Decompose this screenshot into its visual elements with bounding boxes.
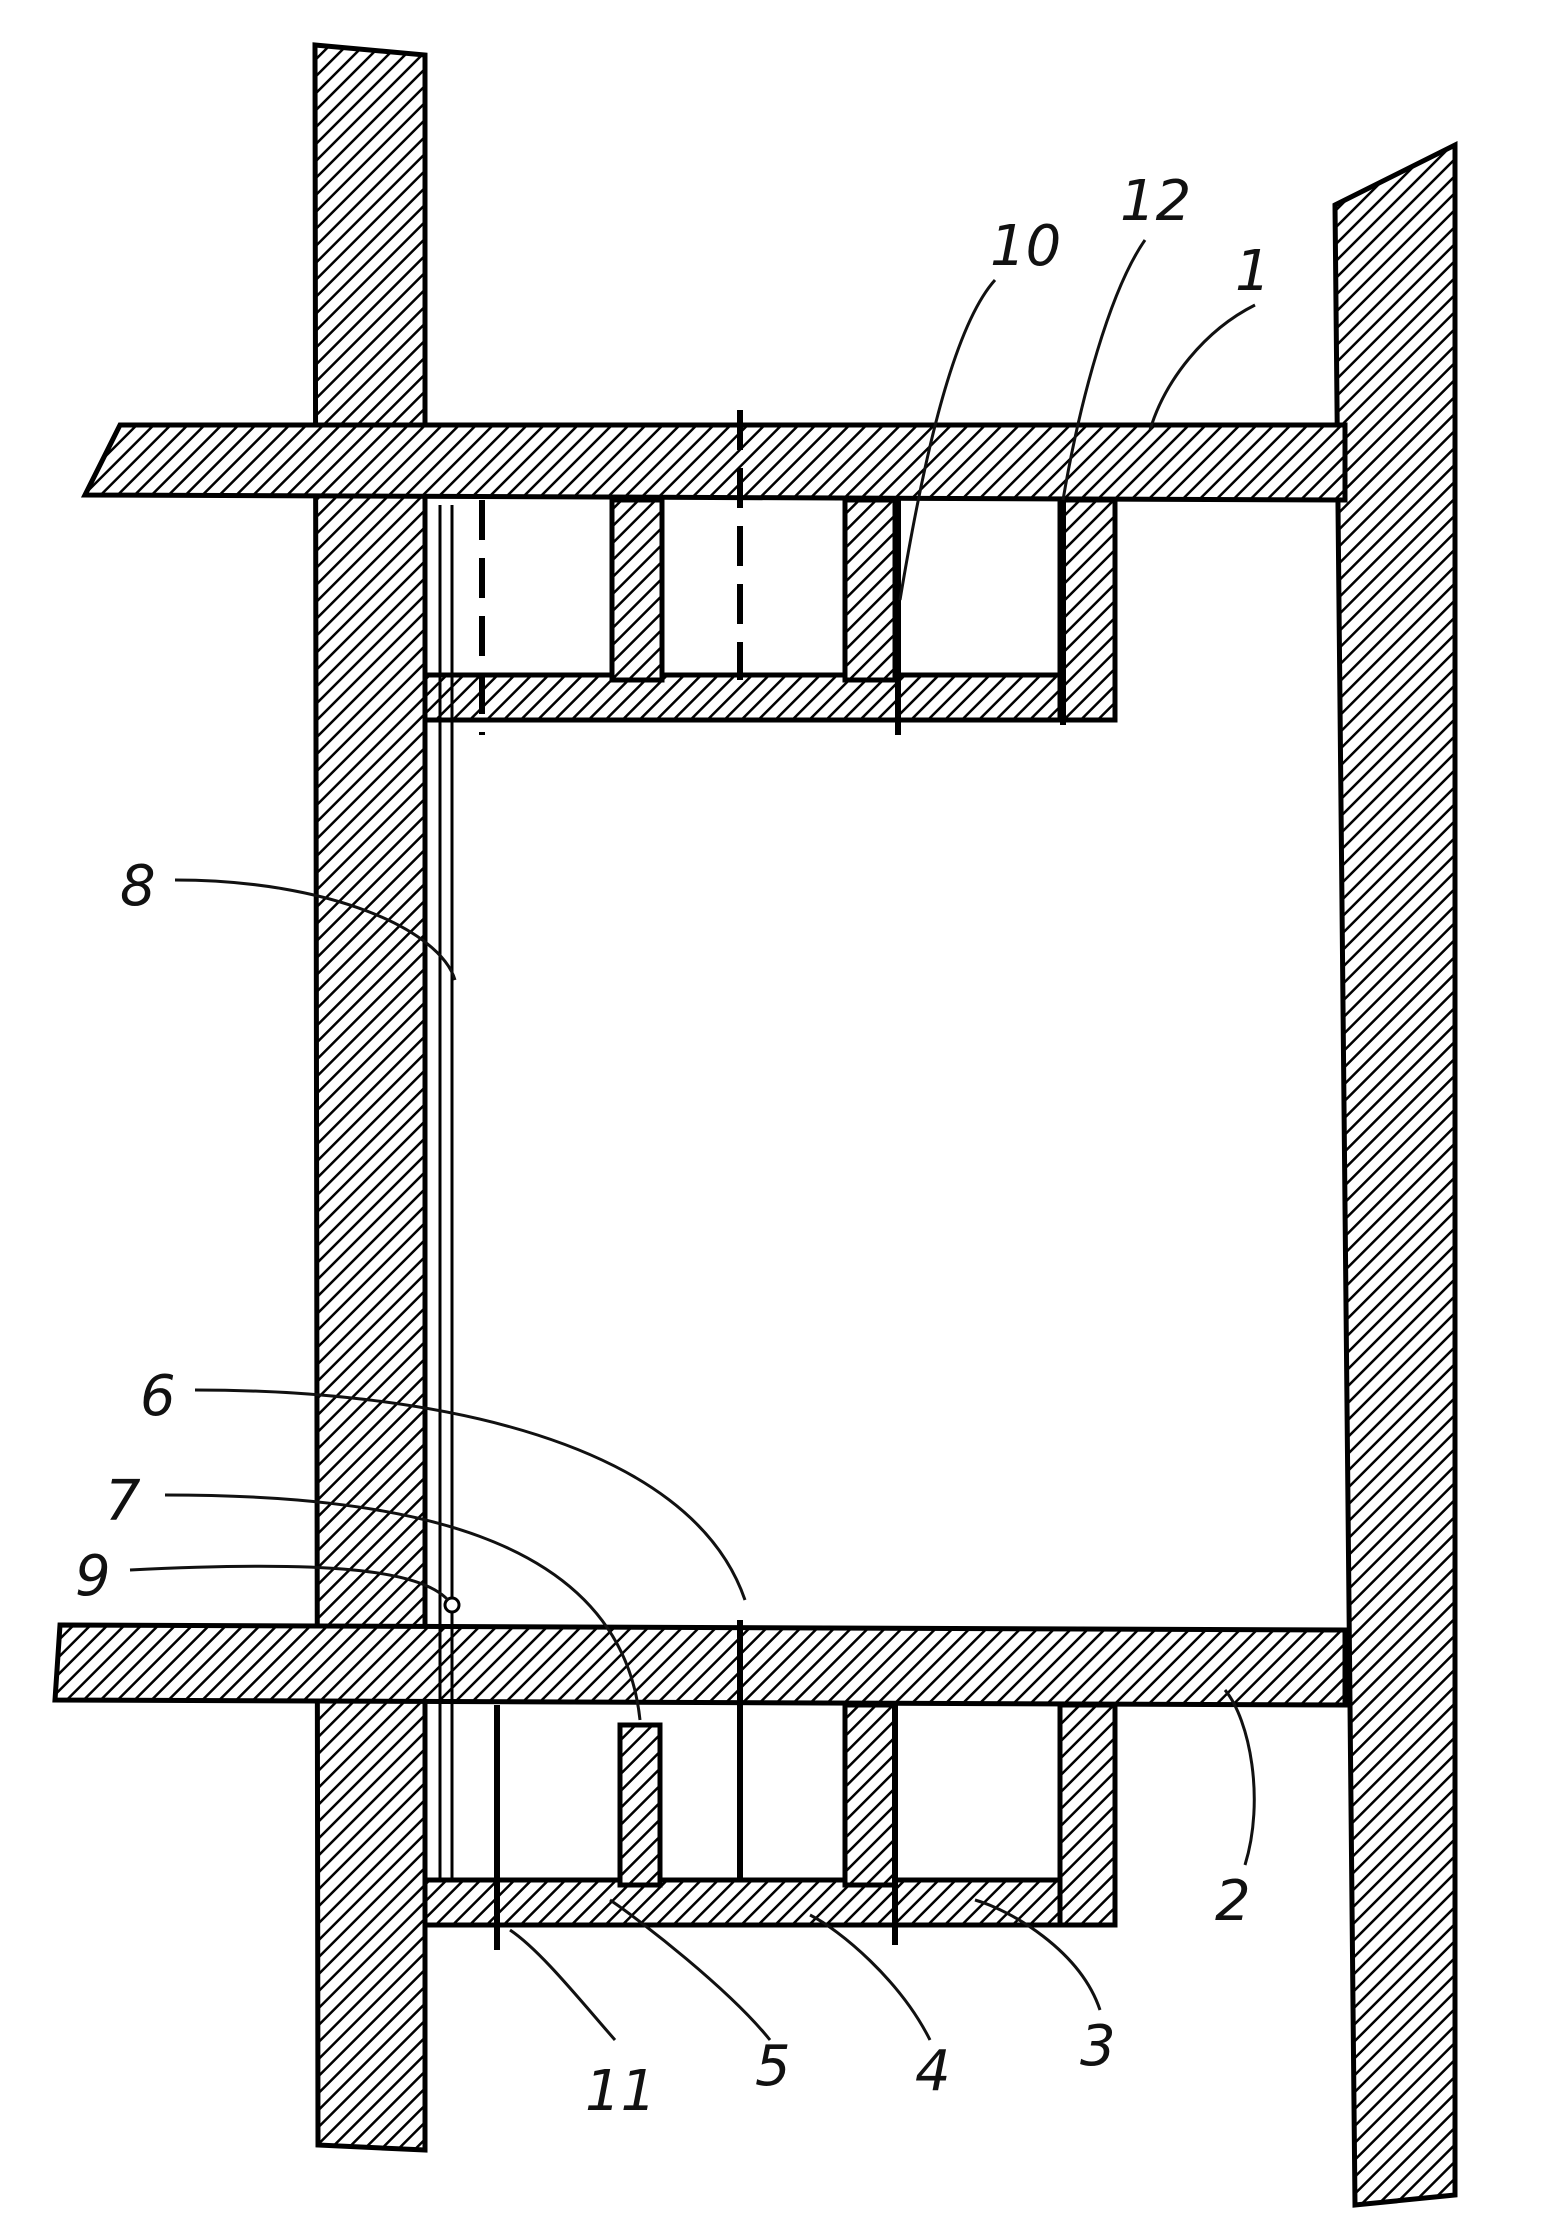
callout-5: 5 — [755, 2034, 791, 2099]
left-wall — [312, 42, 428, 2153]
callout-6: 6 — [140, 1364, 176, 1429]
leader-7 — [164, 1493, 642, 1721]
leader-10 — [898, 278, 997, 601]
callout-7: 7 — [105, 1469, 141, 1534]
leader-2 — [1223, 1689, 1256, 1866]
leader-4 — [809, 1913, 932, 2041]
lower-box-partition — [842, 1702, 898, 1888]
callout-12: 12 — [1120, 169, 1191, 234]
callout-8: 8 — [120, 854, 156, 919]
upper-box-partition-a — [609, 497, 665, 683]
leader-6 — [194, 1388, 747, 1601]
leader-9 — [129, 1564, 450, 1602]
leader-11 — [509, 1928, 617, 2041]
leader-1 — [1148, 303, 1256, 431]
pipe-joint-9 — [443, 1596, 461, 1614]
upper-floor-slab — [80, 422, 1348, 503]
callout-11: 11 — [585, 2059, 656, 2124]
callout-10: 10 — [990, 214, 1061, 279]
leader-3 — [974, 1898, 1102, 2011]
callout-3: 3 — [1080, 2014, 1116, 2079]
callout-4: 4 — [915, 2039, 951, 2104]
right-wall — [1332, 140, 1458, 2208]
lower-box-right-wall — [1057, 1702, 1118, 1928]
lower-floor-slab — [52, 1622, 1348, 1708]
lower-box-bottom-plate — [422, 1877, 1118, 1928]
leader-8 — [174, 878, 457, 981]
callout-2: 2 — [1215, 1869, 1251, 1934]
leader-12 — [1061, 239, 1147, 501]
upper-box-right-wall — [1057, 497, 1118, 723]
callout-9: 9 — [75, 1544, 111, 1609]
upper-box-bottom-plate — [422, 672, 1118, 723]
upper-box-partition-b — [842, 497, 898, 683]
leader-5 — [609, 1898, 772, 2041]
callout-1: 1 — [1235, 239, 1271, 304]
lower-box-short-fin — [617, 1722, 663, 1888]
